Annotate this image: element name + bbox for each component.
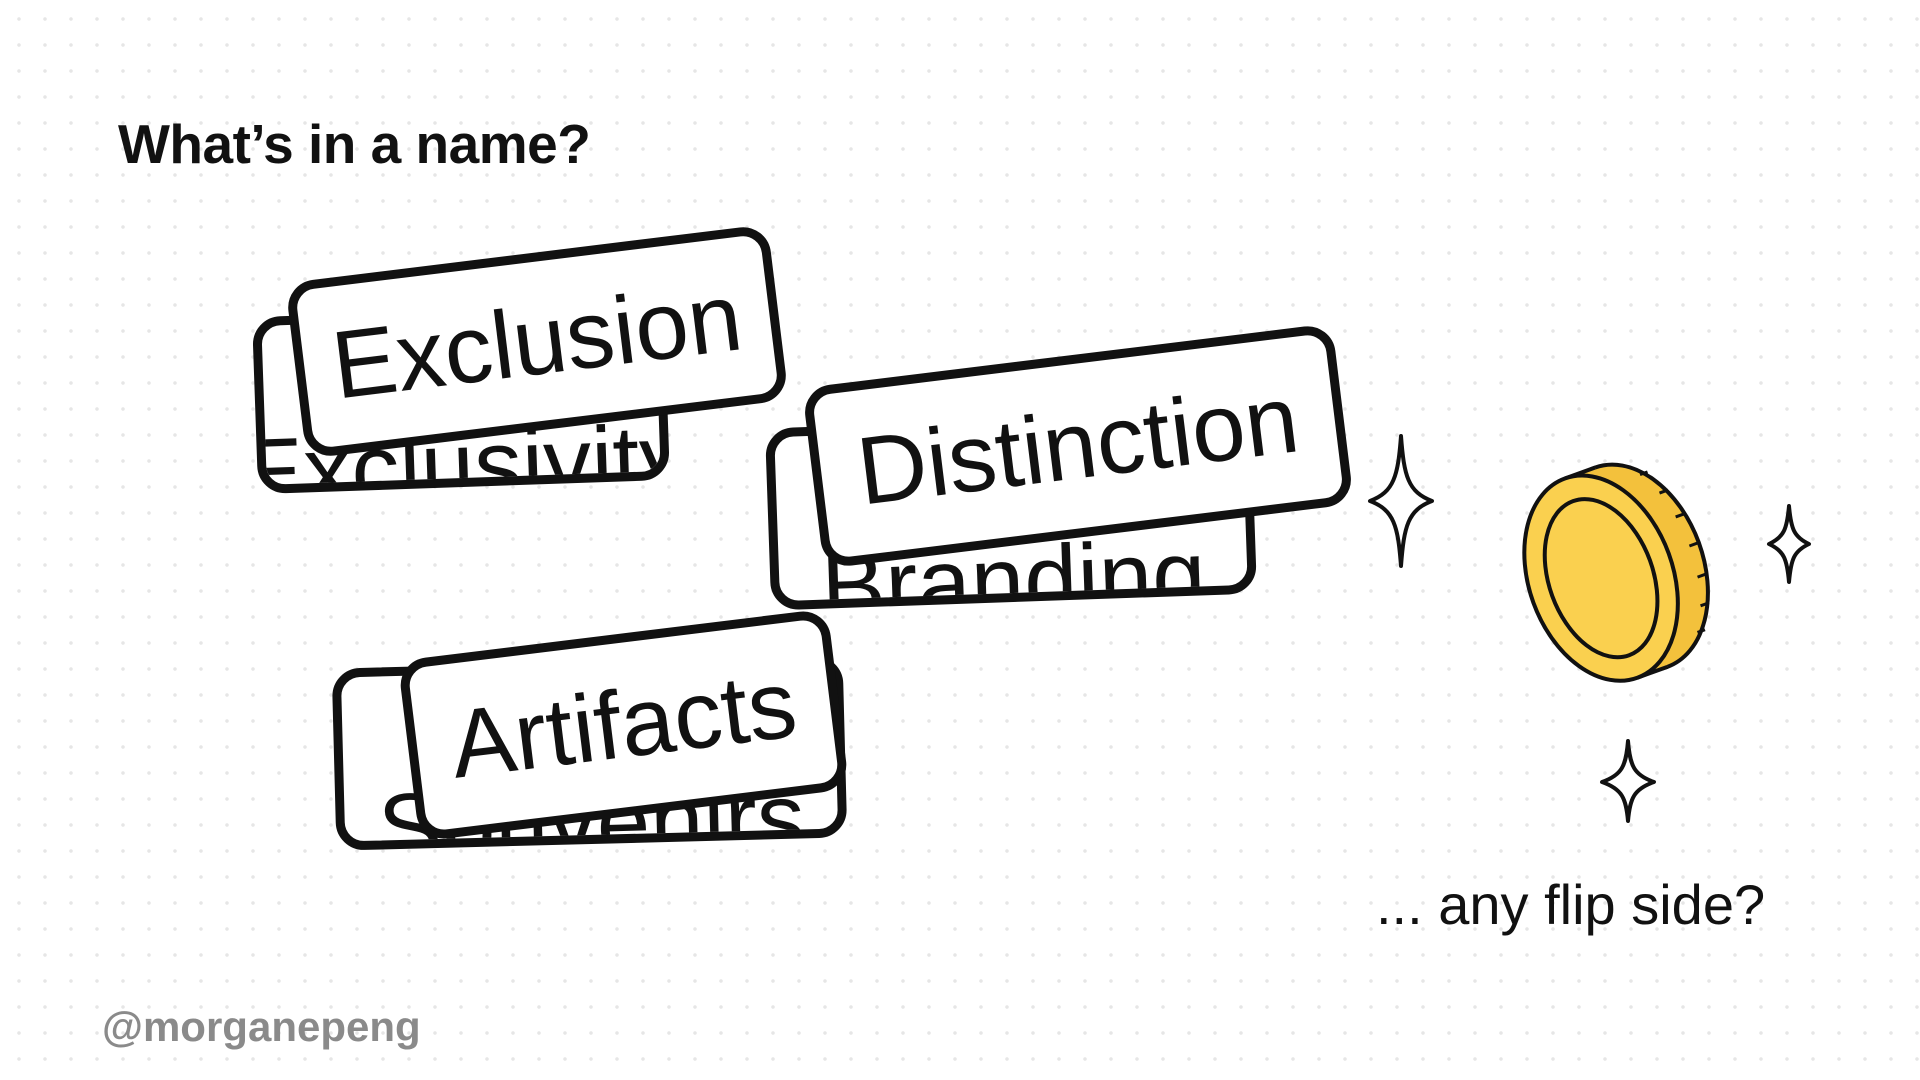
sparkle-icon: [1600, 739, 1656, 823]
coin-icon: [1522, 462, 1710, 683]
author-handle: @morganepeng: [102, 1003, 421, 1050]
sparkle-icon: [1368, 434, 1434, 568]
flip-side-caption: ... any flip side?: [1376, 873, 1766, 936]
card-front-exclusion: Exclusion: [285, 224, 789, 459]
card-front-label: Exclusion: [326, 262, 748, 420]
card-front-label: Artifacts: [444, 650, 803, 799]
sparkle-icon: [1767, 504, 1811, 584]
card-front-distinction: Distinction: [801, 323, 1355, 569]
slide-title: What’s in a name?: [118, 113, 591, 175]
card-front-label: Distinction: [851, 365, 1305, 526]
